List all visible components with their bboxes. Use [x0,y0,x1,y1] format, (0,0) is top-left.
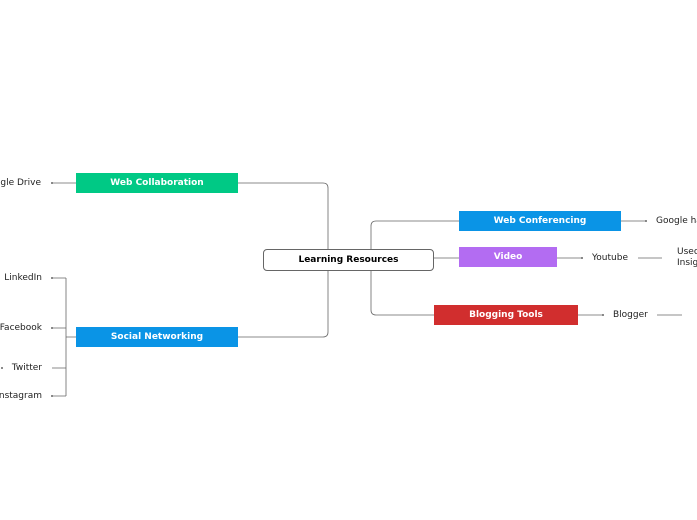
leaf-youtube-subnote-line2: Insig [677,258,697,268]
branch-web-collaboration[interactable]: Web Collaboration [76,173,238,193]
branch-blogging-tools-label: Blogging Tools [469,310,543,320]
branch-web-conferencing[interactable]: Web Conferencing [459,211,621,231]
leaf-google-hangouts[interactable]: Google ha [656,216,697,226]
connector-social-bracket [52,277,76,397]
root-node-learning-resources[interactable]: Learning Resources [263,249,434,271]
branch-web-conferencing-label: Web Conferencing [493,216,587,226]
root-label: Learning Resources [298,255,399,265]
leaf-facebook[interactable]: Facebook [0,323,42,333]
leaf-instagram[interactable]: nstagram [0,391,42,401]
leaf-twitter[interactable]: Twitter [11,363,42,373]
leaf-linkedin[interactable]: LinkedIn [4,273,42,283]
leaf-youtube-subnote-line1: Usec [677,247,697,257]
leaf-google-drive[interactable]: gle Drive [0,178,41,188]
leaf-youtube-subnote[interactable]: Usec Insig [677,247,697,269]
connector-root-blogging [370,260,434,316]
leaf-youtube[interactable]: Youtube [592,253,628,263]
leaf-blogger[interactable]: Blogger [613,310,648,320]
branch-web-collaboration-label: Web Collaboration [110,178,204,188]
connector-root-web-conferencing [370,220,459,261]
connector-root-social-networking [238,260,329,338]
branch-blogging-tools[interactable]: Blogging Tools [434,305,578,325]
connector-root-web-collaboration [238,182,329,261]
branch-video-label: Video [493,252,523,262]
branch-social-networking[interactable]: Social Networking [76,327,238,347]
branch-social-networking-label: Social Networking [110,332,204,342]
branch-video[interactable]: Video [459,247,557,267]
